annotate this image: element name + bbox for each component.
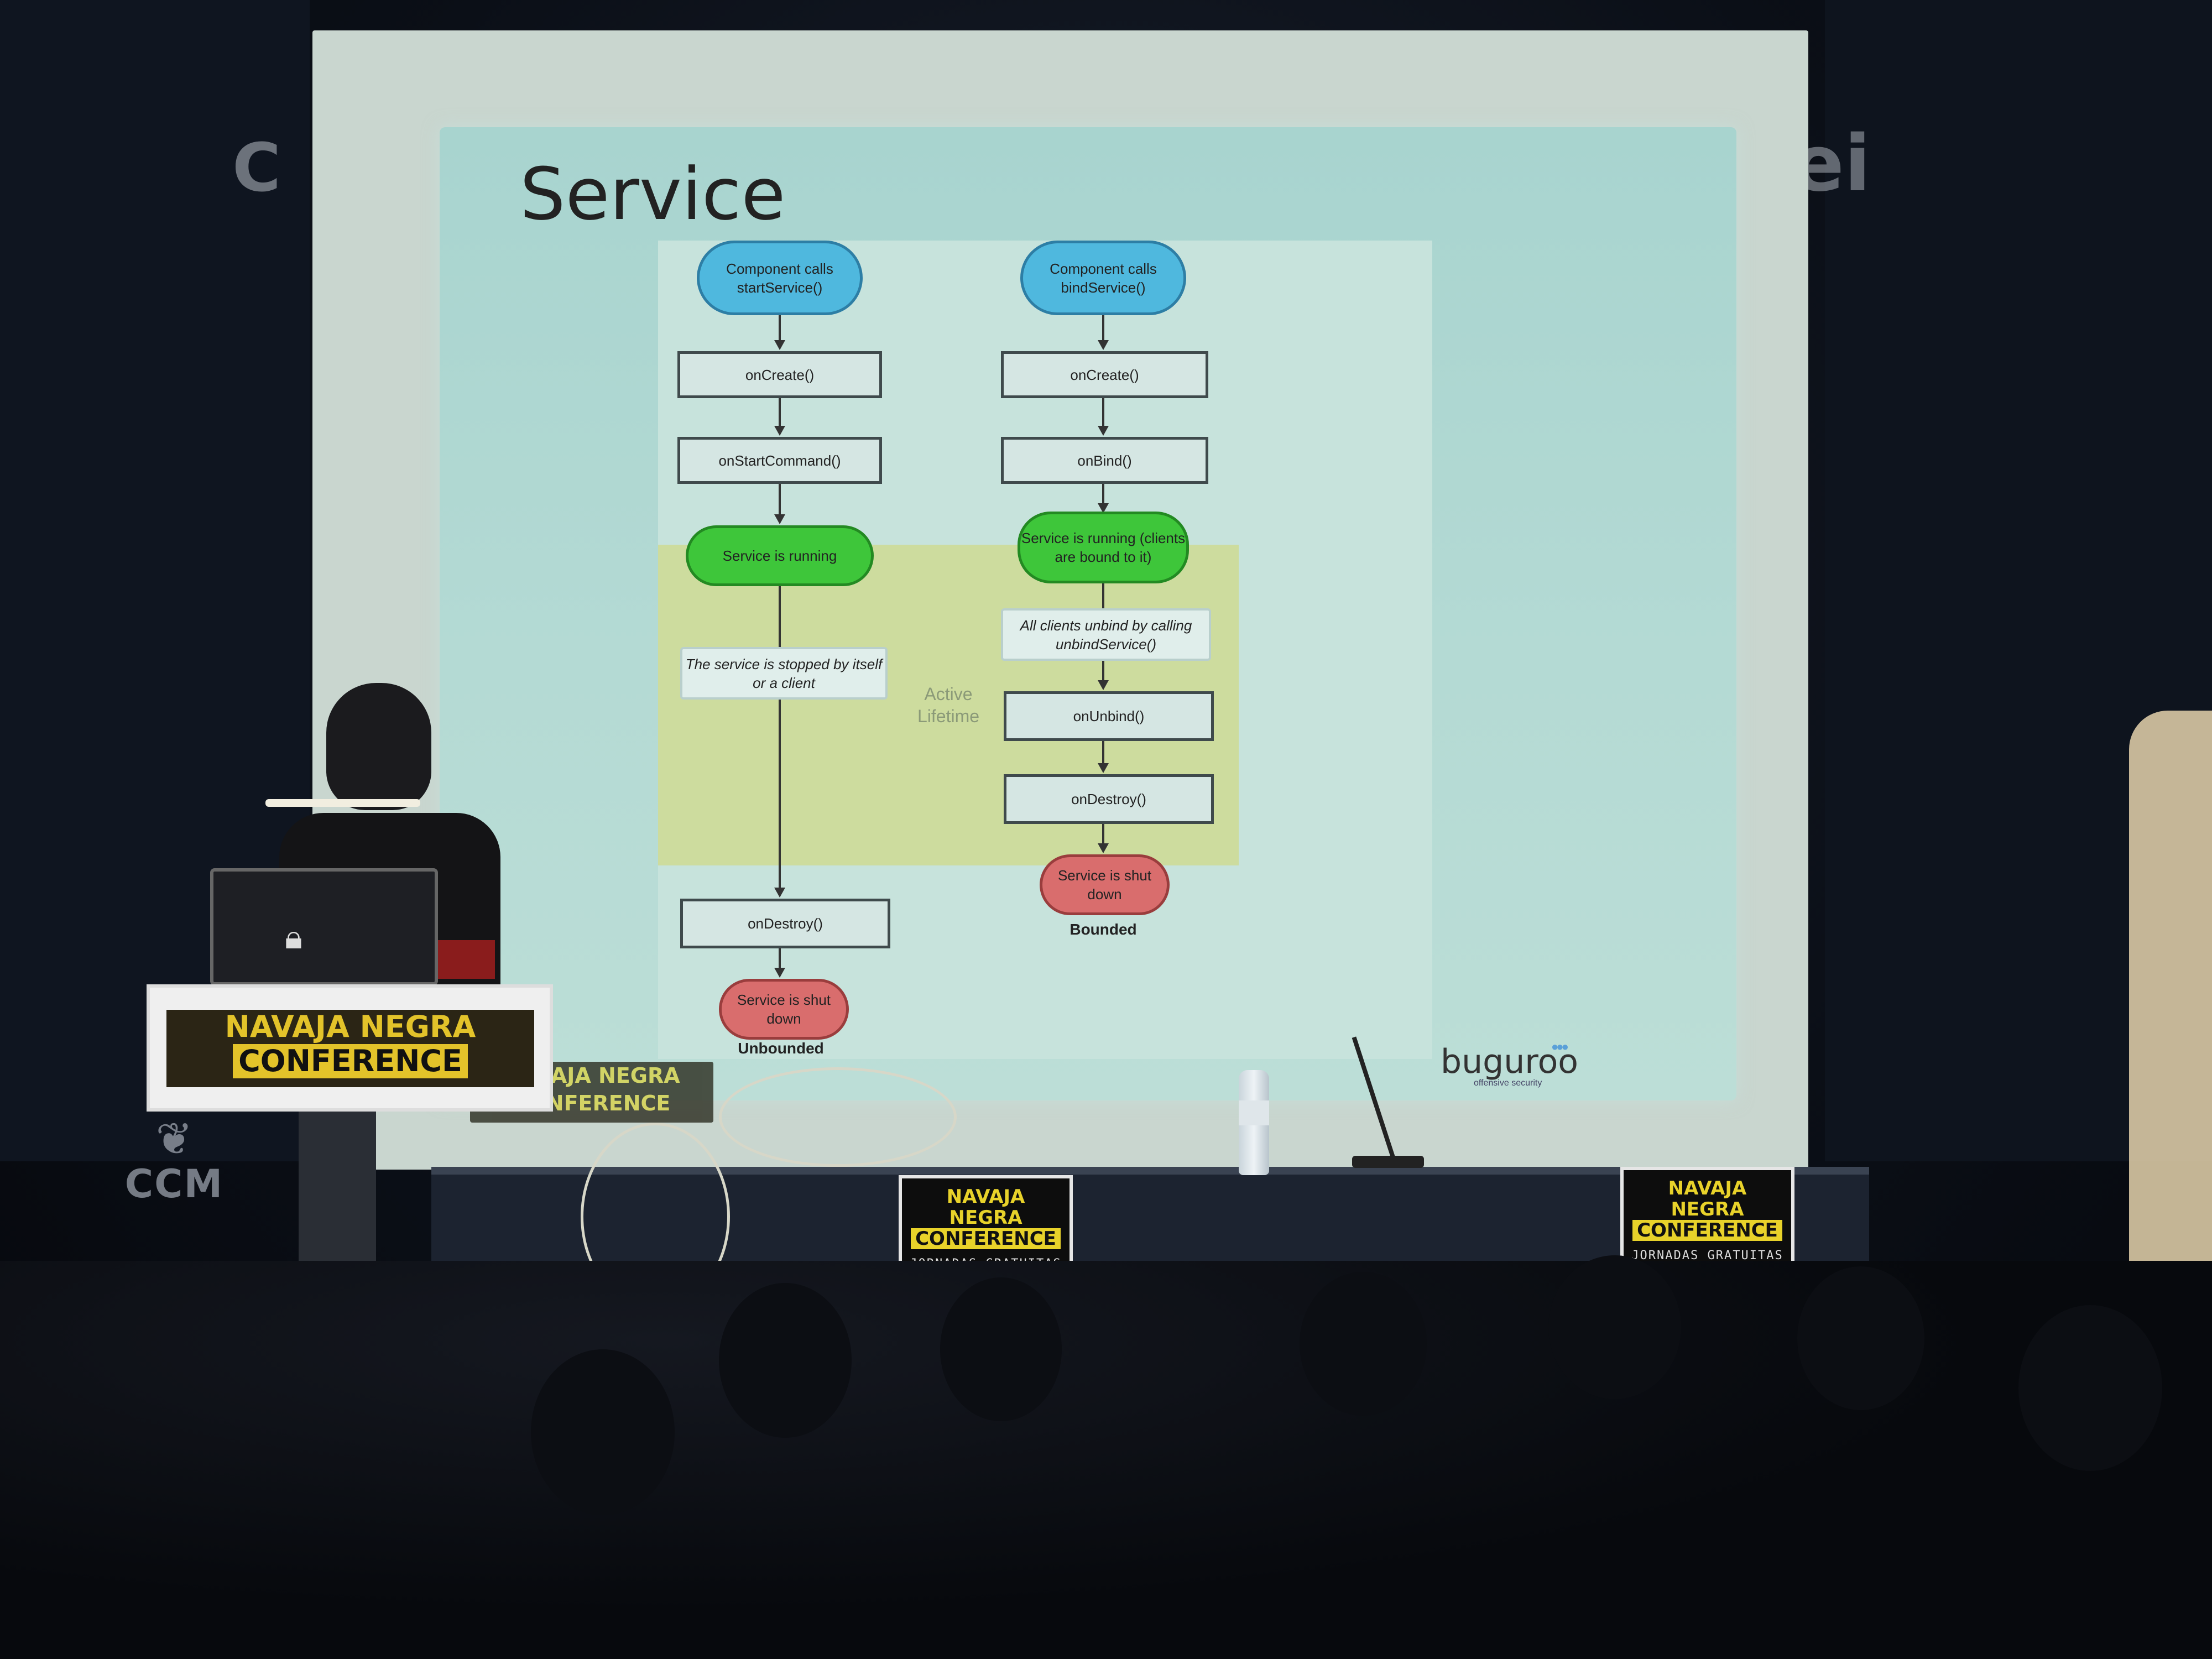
water-bottle-label	[1239, 1100, 1269, 1125]
lock-icon: 🔒︎	[285, 919, 302, 956]
podium-sign-line2: CONFERENCE	[233, 1044, 468, 1078]
connector	[1102, 824, 1104, 846]
buguroo-tagline: offensive security	[1474, 1078, 1542, 1088]
speaker-sleeve	[429, 940, 495, 979]
active-lifetime-label: Active Lifetime	[917, 684, 980, 726]
audience-head	[1548, 1255, 1681, 1399]
presentation-slide: Service Active Lifetime Component calls …	[440, 127, 1736, 1100]
ccm-logo: ❦ CCM	[119, 1117, 229, 1207]
arrow-down-icon	[1098, 763, 1109, 773]
unbounded-start-node: Component calls startService()	[697, 241, 863, 315]
connector	[1102, 398, 1104, 429]
poster-title: NAVAJA NEGRA	[1668, 1177, 1747, 1220]
arrow-down-icon	[1098, 843, 1109, 853]
arrow-down-icon	[774, 888, 785, 898]
unbounded-stopped-note: The service is stopped by itself or a cl…	[680, 647, 888, 700]
bounded-onbind-node: onBind()	[1001, 437, 1208, 484]
podium-sign: NAVAJA NEGRA CONFERENCE	[166, 1010, 534, 1087]
bounded-oncreate-node: onCreate()	[1001, 351, 1208, 398]
bounded-unbind-note: All clients unbind by calling unbindServ…	[1001, 608, 1211, 661]
cable	[719, 1067, 957, 1167]
laptop-light	[265, 799, 420, 807]
bounded-ondestroy-node: onDestroy()	[1004, 774, 1214, 824]
connector	[779, 586, 781, 893]
unbounded-ondestroy-node: onDestroy()	[680, 899, 890, 948]
poster-title: NAVAJA NEGRA	[946, 1186, 1025, 1229]
crown-flower-icon: ❦	[155, 1114, 193, 1164]
speaker-head	[326, 683, 431, 810]
audience-head	[940, 1277, 1062, 1421]
bounded-running-node: Service is running (clients are bound to…	[1018, 512, 1189, 583]
microphone-base	[1352, 1156, 1424, 1168]
audience	[0, 1255, 2212, 1659]
bounded-shutdown-node: Service is shut down	[1040, 854, 1170, 915]
arrow-down-icon	[774, 426, 785, 436]
arrow-down-icon	[774, 340, 785, 350]
poster-subtitle: CONFERENCE	[911, 1228, 1061, 1249]
bounded-start-node: Component calls bindService()	[1020, 241, 1186, 315]
podium-sign-line1: NAVAJA NEGRA	[225, 1009, 476, 1044]
unbounded-running-node: Service is running	[686, 525, 874, 586]
ccm-text: CCM	[124, 1161, 224, 1207]
connector	[1102, 484, 1104, 506]
arrow-down-icon	[1098, 340, 1109, 350]
table-edge	[431, 1167, 1869, 1175]
arrow-down-icon	[1098, 503, 1109, 513]
podium: NAVAJA NEGRA CONFERENCE	[147, 984, 553, 1112]
connector	[779, 484, 781, 517]
connector	[1102, 741, 1104, 766]
connector	[1102, 315, 1104, 346]
buguroo-dots-icon: ●●●	[1551, 1040, 1569, 1053]
laptop	[210, 868, 438, 985]
connector	[1102, 583, 1104, 608]
unbounded-label: Unbounded	[738, 1040, 824, 1057]
audience-head	[1797, 1266, 1924, 1410]
connector	[779, 315, 781, 346]
connector	[1102, 661, 1104, 683]
poster-subtitle: CONFERENCE	[1632, 1220, 1782, 1241]
poster-note: JORNADAS GRATUITAS	[1631, 1249, 1783, 1262]
audience-head	[531, 1349, 675, 1515]
connector	[779, 398, 781, 429]
arrow-down-icon	[774, 514, 785, 524]
service-lifecycle-diagram: Active Lifetime Component calls startSer…	[658, 241, 1432, 1059]
unbounded-onstartcommand-node: onStartCommand()	[677, 437, 882, 484]
audience-head	[719, 1283, 852, 1438]
standing-figure-silhouette	[2129, 711, 2212, 1291]
arrow-down-icon	[774, 968, 785, 978]
audience-head	[1300, 1272, 1427, 1416]
unbounded-shutdown-node: Service is shut down	[719, 979, 849, 1040]
bounded-label: Bounded	[1070, 921, 1137, 938]
arrow-down-icon	[1098, 680, 1109, 690]
audience-head	[2018, 1305, 2162, 1471]
slide-title: Service	[520, 152, 786, 236]
unbounded-oncreate-node: onCreate()	[677, 351, 882, 398]
buguroo-logo: buguroo	[1441, 1042, 1578, 1081]
connector	[779, 948, 781, 971]
arrow-down-icon	[1098, 426, 1109, 436]
venue-logo-left: C	[232, 130, 281, 207]
bounded-onunbind-node: onUnbind()	[1004, 691, 1214, 741]
